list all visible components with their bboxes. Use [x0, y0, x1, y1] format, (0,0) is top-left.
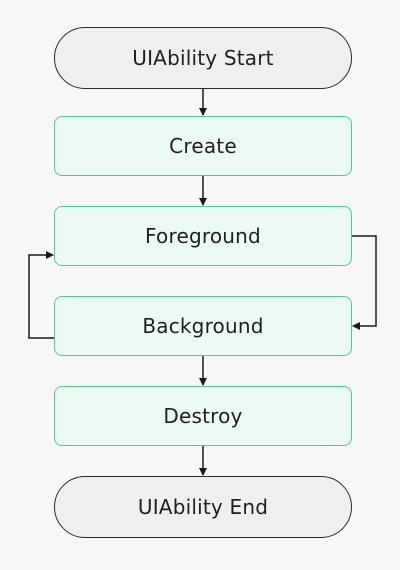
node-uiability-end: UIAbility End	[54, 476, 352, 538]
node-background: Background	[54, 296, 352, 356]
node-uiability-start: UIAbility Start	[54, 27, 352, 89]
node-label: Create	[169, 134, 237, 158]
node-label: UIAbility Start	[132, 46, 274, 70]
node-label: Destroy	[163, 404, 243, 428]
node-label: UIAbility End	[137, 495, 269, 519]
arrow-foreground-to-background	[352, 235, 377, 330]
node-destroy: Destroy	[54, 386, 352, 446]
arrow-background-to-foreground	[28, 251, 54, 339]
node-create: Create	[54, 116, 352, 176]
node-label: Background	[142, 314, 264, 338]
node-foreground: Foreground	[54, 206, 352, 266]
node-label: Foreground	[145, 224, 261, 248]
